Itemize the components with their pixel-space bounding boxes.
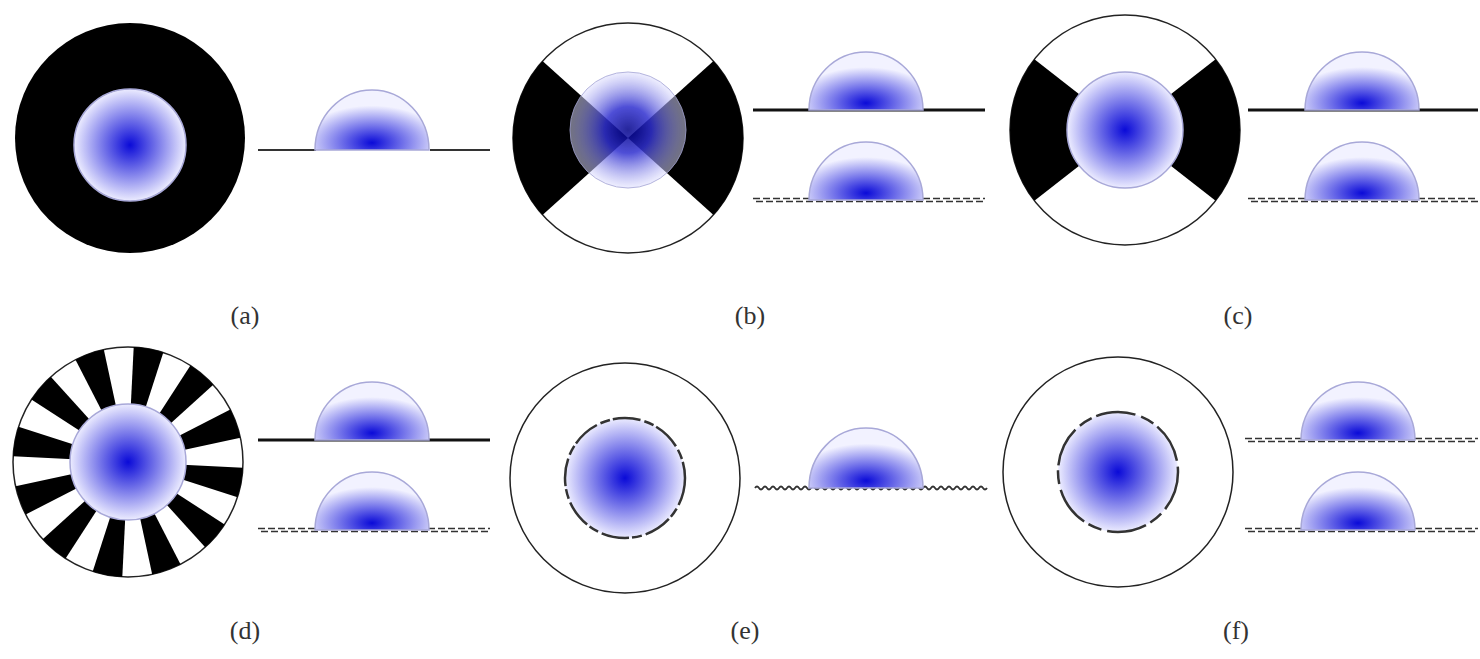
surface-line [430, 149, 490, 151]
panel-d [13, 347, 490, 577]
panel-b [513, 23, 985, 253]
panel-label: (d) [230, 616, 260, 646]
surface-line [258, 149, 316, 151]
dash-stroke [261, 531, 490, 532]
drop-side [1305, 142, 1419, 200]
dash-stroke [1251, 201, 1478, 202]
drop-top [70, 404, 186, 520]
drop-top [570, 72, 686, 188]
panel-a [15, 23, 490, 253]
drop-side [315, 382, 429, 440]
drop-side [1301, 472, 1415, 530]
substrate-disk [13, 347, 243, 577]
dash-stroke [1248, 531, 1478, 532]
drop-side [809, 428, 923, 488]
panel-f [1003, 357, 1478, 587]
drop-side [809, 52, 923, 110]
drop-side [809, 142, 923, 200]
drop-side [315, 90, 429, 150]
panel-label: (c) [1224, 301, 1253, 331]
panel-label: (e) [731, 616, 760, 646]
drop-side [315, 472, 429, 530]
substrate-disk [1003, 357, 1233, 587]
substrate-disk [513, 23, 743, 253]
dash-stroke [756, 201, 985, 202]
panel-label: (f) [1223, 616, 1249, 646]
panel-label: (b) [735, 301, 765, 331]
panel-e [510, 363, 987, 593]
dash-stroke [1248, 441, 1478, 442]
substrate-disk [1010, 15, 1240, 245]
drop-side [1305, 52, 1419, 110]
drop-top [1067, 72, 1183, 188]
drop-top [565, 418, 685, 538]
drop-top [74, 89, 186, 201]
panel-c [1010, 15, 1478, 245]
hydrophobic-disk [15, 23, 245, 253]
drop-top [1058, 412, 1178, 532]
drop-base [70, 404, 186, 520]
drop-side [1301, 382, 1415, 440]
radial-stripes [13, 347, 243, 577]
panel-label: (a) [231, 301, 260, 331]
drop-base [1067, 72, 1183, 188]
substrate-disk [510, 363, 740, 593]
